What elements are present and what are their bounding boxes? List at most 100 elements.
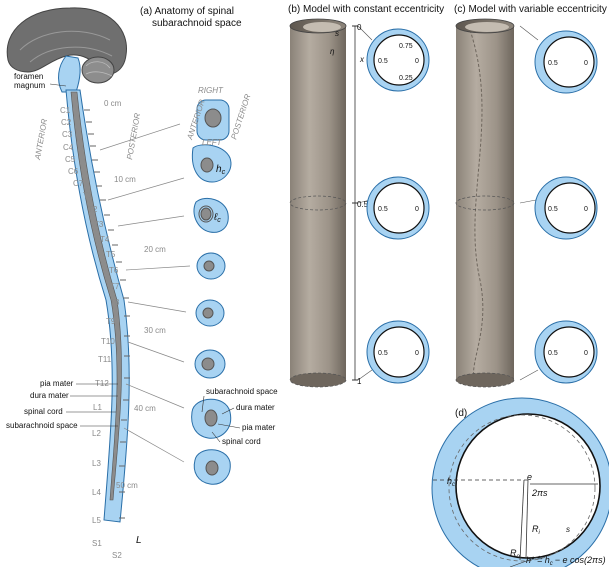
distance-label: 0 cm xyxy=(104,99,122,108)
vertebra-label: L5 xyxy=(92,516,101,525)
ring-label: 0.25 xyxy=(399,75,413,82)
ring-label: 0.5 xyxy=(548,206,558,213)
ring-label: 0.5 xyxy=(548,60,558,67)
vertebra-label: T5 xyxy=(106,250,116,259)
s-label-d: s xyxy=(566,525,570,534)
vertebra-labels: C1 C2 C3 C4 C5 C6 C7 T1 T2 T3 T4 T5 T6 T… xyxy=(60,106,122,560)
ring-b-middle: 0.5 0 xyxy=(366,176,430,240)
tick-0: 0 xyxy=(357,23,362,32)
ring-label: 0.5 xyxy=(378,206,388,213)
ring-label: 0 xyxy=(584,60,588,67)
vertebra-label: C1 xyxy=(60,106,71,115)
label-dura-mater: dura mater xyxy=(30,391,69,400)
formula-d: h* = hc− e cos(2πs) xyxy=(526,555,606,567)
posterior-label: POSTERIOR xyxy=(125,112,142,160)
panel-a: foramen magnum C1 C2 C3 C4 C5 C6 C7 xyxy=(6,6,278,560)
label-dura-mater-right: dura mater xyxy=(236,403,275,412)
tick-1: 1 xyxy=(357,377,362,386)
label-subarachnoid-space: subarachnoid space xyxy=(6,421,78,430)
panel-b-title: (b) Model with constant eccentricity xyxy=(288,4,444,15)
label-pia-mater-right: pia mater xyxy=(242,423,276,432)
distance-label: 30 cm xyxy=(144,326,166,335)
ring-label: 0 xyxy=(584,206,588,213)
panel-a-title-2: subarachnoid space xyxy=(152,18,242,29)
distance-label: 20 cm xyxy=(144,245,166,254)
panel-c-title: (c) Model with variable eccentricity xyxy=(454,4,607,15)
ring-b-bottom: 0.5 0 xyxy=(366,320,430,384)
label-pia-mater: pia mater xyxy=(40,379,74,388)
vertebra-label: T12 xyxy=(95,379,109,388)
vertebra-label: L2 xyxy=(92,429,101,438)
vertebra-label: T7 xyxy=(110,282,120,291)
s-axis-label: s xyxy=(335,29,339,38)
ring-label: 0.5 xyxy=(378,58,388,65)
foramen-label-2: magnum xyxy=(14,81,45,90)
x-axis-label: x xyxy=(359,55,365,64)
anterior-label: ANTERIOR xyxy=(33,118,49,161)
ri-label: Ri xyxy=(532,524,541,536)
hc-symbol: hc xyxy=(216,164,226,176)
ring-label: 0 xyxy=(415,206,419,213)
tick-0-5: 0.5 xyxy=(357,200,369,209)
cross-sections xyxy=(191,99,232,485)
two-pi-s-label: 2πs xyxy=(531,488,548,498)
vertebra-label: T10 xyxy=(101,337,115,346)
spinal-canal xyxy=(65,89,130,523)
lc-symbol: ℓc xyxy=(213,212,221,224)
panel-a-title-1: (a) Anatomy of spinal xyxy=(140,6,234,17)
ring-b-top: 0.75 0.5 0 0.25 xyxy=(366,28,430,92)
distance-label: 50 cm xyxy=(116,481,138,490)
vertebra-label: T6 xyxy=(109,266,119,275)
distance-label: 40 cm xyxy=(134,404,156,413)
panel-d: (d) hc e 2πs Ri Ro s h* = hc− e cos(2πs) xyxy=(431,397,609,567)
vertebra-label: T4 xyxy=(100,235,110,244)
foramen-label-1: foramen xyxy=(14,72,43,81)
length-symbol: L xyxy=(136,535,142,546)
distance-label: 10 cm xyxy=(114,175,136,184)
ro-label: Ro xyxy=(510,548,521,560)
panel-b: (b) Model with constant eccentricity 0 0… xyxy=(288,4,444,388)
label-spinal-cord-right: spinal cord xyxy=(222,437,261,446)
vertebra-ticks xyxy=(84,109,130,519)
distance-labels: 0 cm 10 cm 20 cm 30 cm 40 cm 50 cm L xyxy=(104,99,166,546)
vertebra-label: L4 xyxy=(92,488,101,497)
vertebra-label: T8 xyxy=(110,298,120,307)
ring-c-top: 0.5 0 xyxy=(534,30,598,94)
ring-label: 0 xyxy=(584,350,588,357)
vertebra-label: T9 xyxy=(106,317,116,326)
vertebra-label: T3 xyxy=(94,220,104,229)
ring-c-bottom: 0.5 0 xyxy=(534,320,598,384)
right-leader-lines xyxy=(201,395,241,443)
vertebra-label: C5 xyxy=(65,155,76,164)
eta-axis-label: η xyxy=(330,47,335,56)
ring-label: 0.75 xyxy=(399,43,413,50)
label-subarachnoid-space-right: subarachnoid space xyxy=(206,387,278,396)
orient-right: RIGHT xyxy=(198,86,224,95)
vertebra-label: C7 xyxy=(73,179,84,188)
ring-label: 0.5 xyxy=(548,350,558,357)
vertebra-label: S1 xyxy=(92,539,102,548)
panel-d-label: (d) xyxy=(455,408,467,419)
orient-posterior: POSTERIOR xyxy=(229,93,252,141)
ring-label: 0 xyxy=(415,350,419,357)
e-label-d: e xyxy=(527,472,532,482)
hc-label-d: hc xyxy=(447,476,455,488)
vertebra-label: S2 xyxy=(112,551,122,560)
vertebra-label: C4 xyxy=(63,143,74,152)
vertebra-label: C2 xyxy=(61,118,72,127)
vertebra-label: C3 xyxy=(62,130,73,139)
vertebra-label: T2 xyxy=(88,205,98,214)
vertebra-label: T11 xyxy=(98,355,112,364)
ring-label: 0 xyxy=(415,58,419,65)
ring-label: 0.5 xyxy=(378,350,388,357)
brain-illustration xyxy=(6,7,127,93)
orient-left: LEFT xyxy=(202,138,223,147)
section-pointers xyxy=(99,123,191,463)
ring-c-middle: 0.5 0 xyxy=(534,176,598,240)
vertebra-label: L1 xyxy=(93,403,102,412)
vertebra-label: C6 xyxy=(68,167,79,176)
vertebra-label: T1 xyxy=(83,191,93,200)
tissue-leader-lines xyxy=(66,383,118,427)
label-spinal-cord: spinal cord xyxy=(24,407,63,416)
